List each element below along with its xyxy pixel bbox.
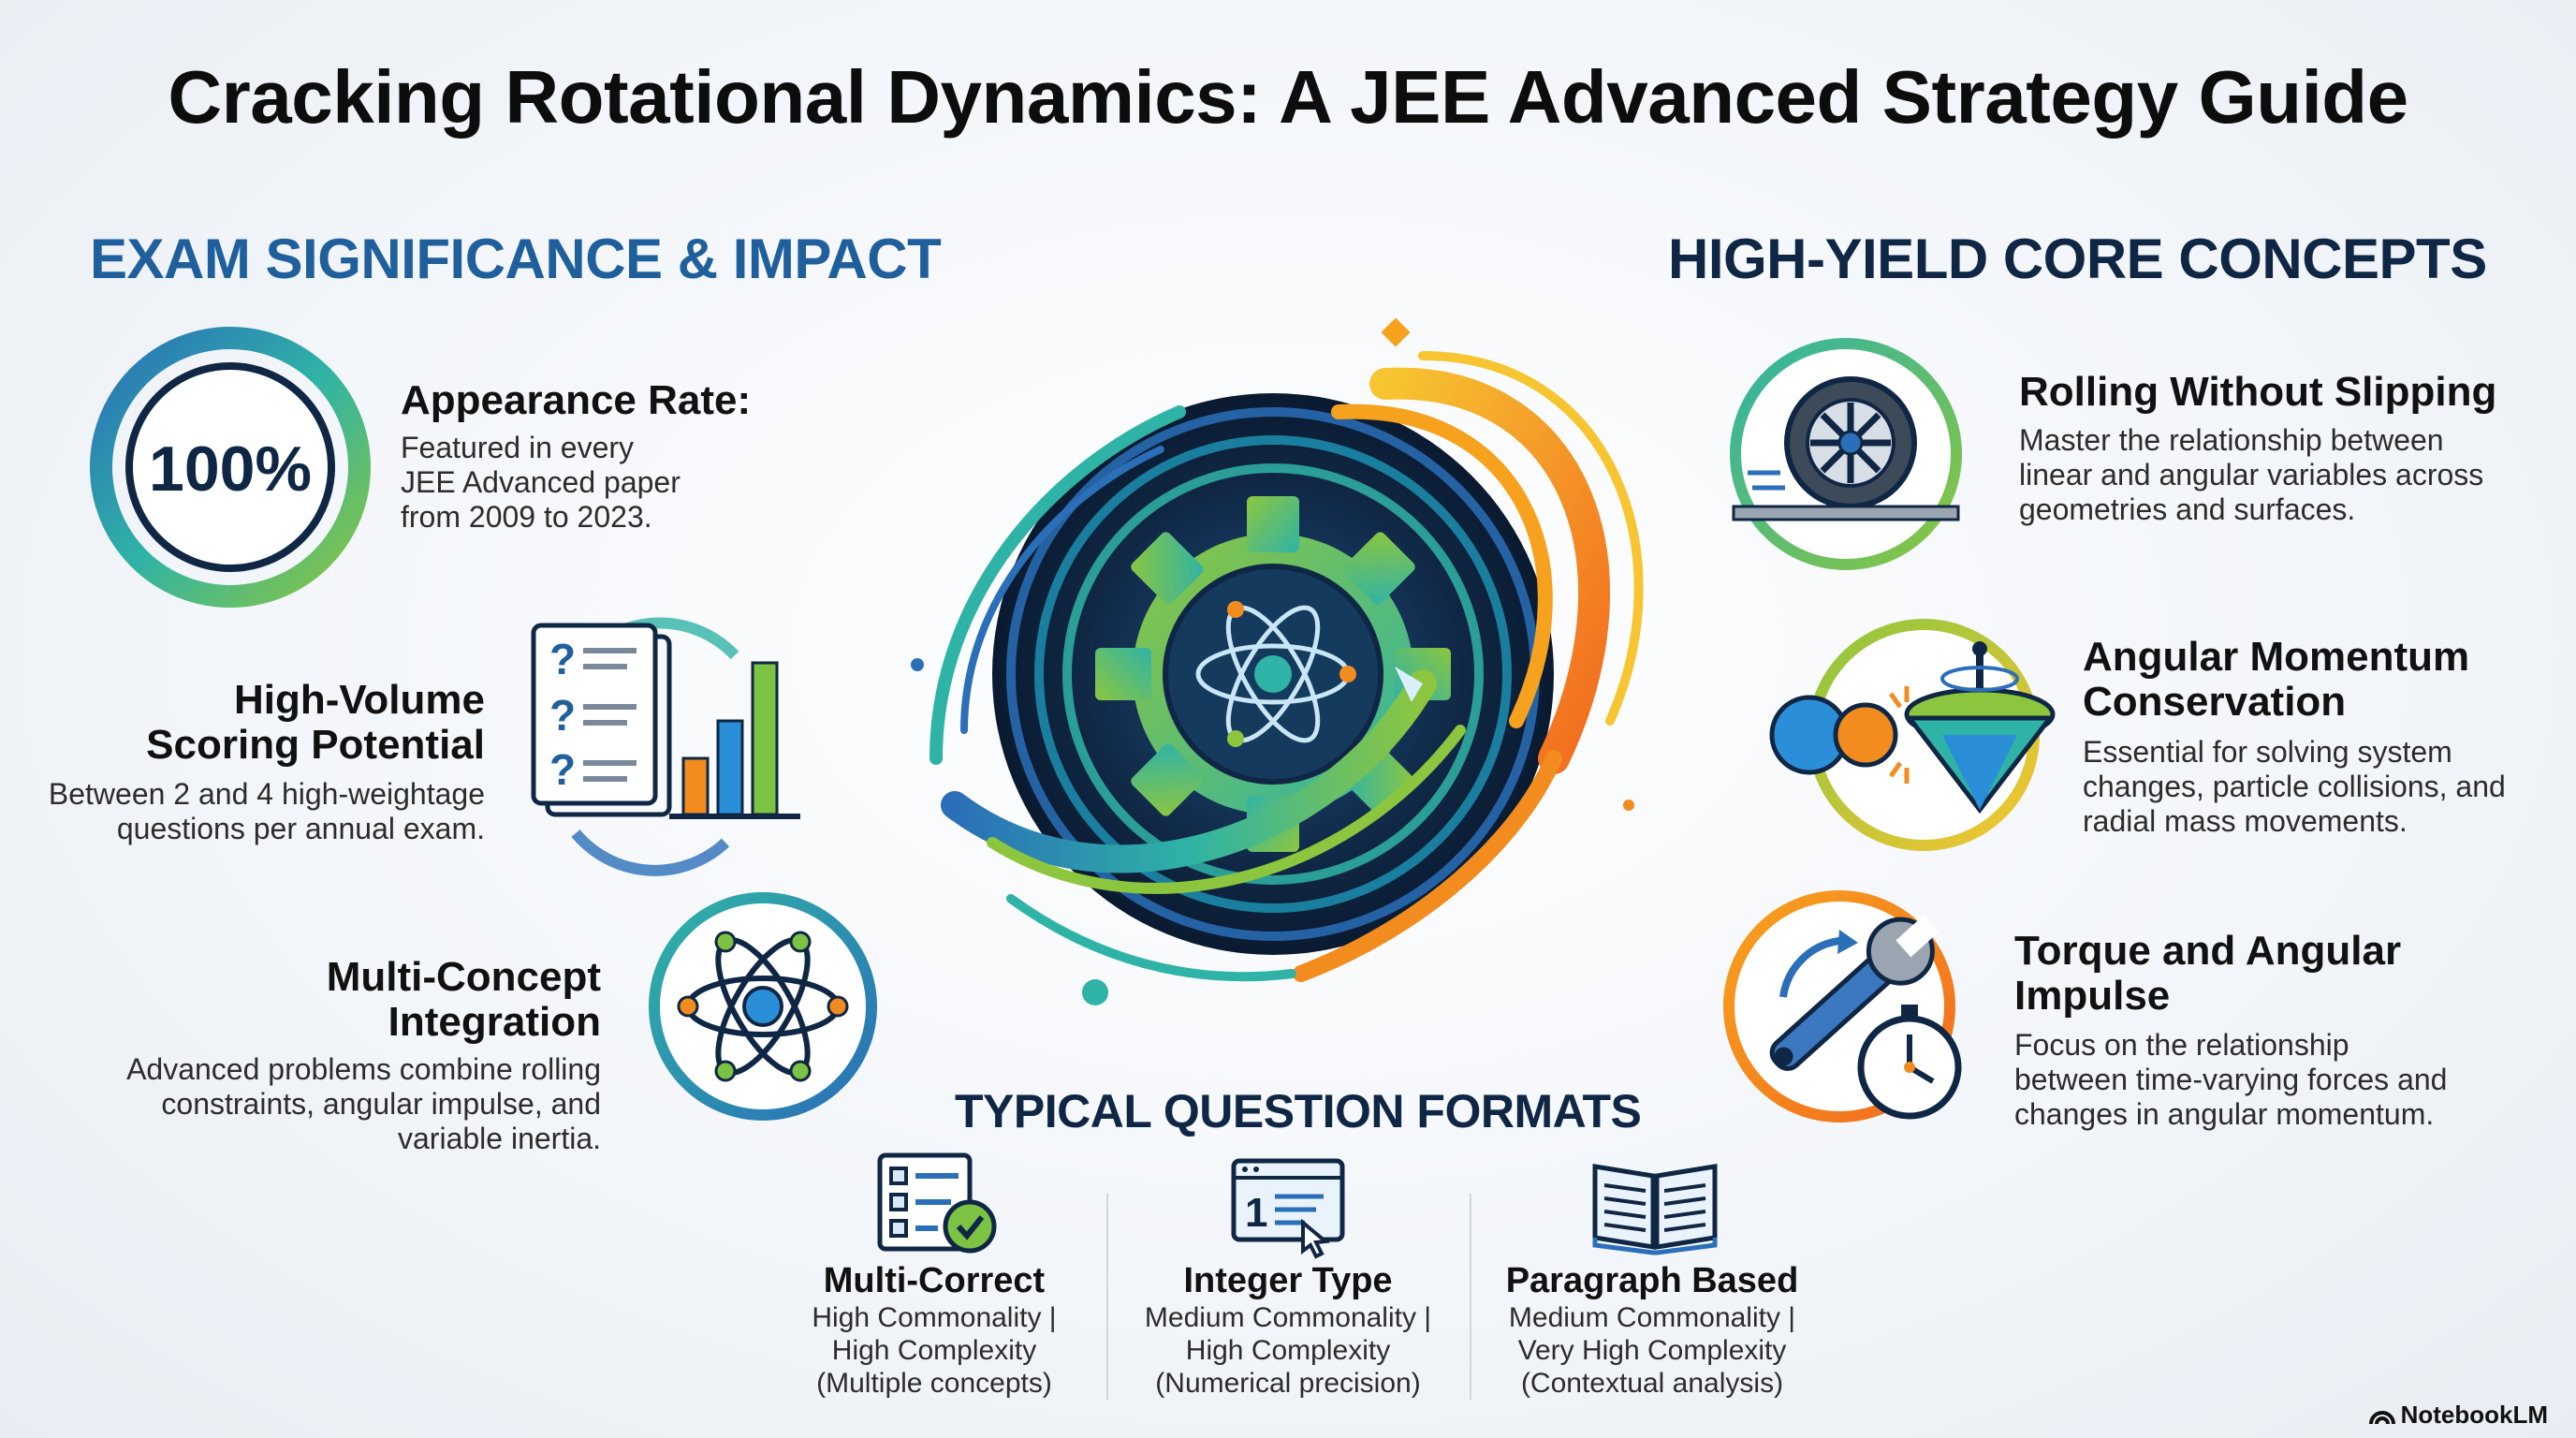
angular-momentum-desc: Essential for solving system changes, pa… — [2083, 735, 2506, 838]
svg-text:?: ? — [549, 635, 576, 683]
format-paragraph-based-heading: Paragraph Based — [1505, 1261, 1799, 1300]
angular-momentum-heading: Angular Momentum Conservation — [2083, 634, 2470, 725]
svg-text:?: ? — [549, 745, 576, 794]
brand-name: NotebookLM — [2400, 1401, 2548, 1429]
rolling-desc: Master the relationship between linear a… — [2019, 423, 2484, 526]
wrench-stopwatch-icon — [1723, 890, 1962, 1123]
section-title-exam-significance: EXAM SIGNIFICANCE & IMPACT — [90, 227, 942, 290]
scoring-potential-desc: Between 2 and 4 high-weightage questions… — [48, 777, 485, 845]
page-title: Cracking Rotational Dynamics: A JEE Adva… — [168, 55, 2408, 139]
question-sheet-bar-chart-icon: ? ? ? — [531, 617, 800, 876]
format-paragraph-based: Paragraph Based Medium Commonality | Ver… — [1484, 1260, 1821, 1400]
appearance-rate-desc: Featured in every JEE Advanced paper fro… — [401, 431, 681, 534]
rolling-wheel-icon — [1730, 338, 1962, 570]
checklist-icon — [877, 1152, 997, 1254]
integer-input-icon: 1 — [1231, 1158, 1345, 1259]
open-book-icon — [1592, 1164, 1718, 1255]
format-integer-type-heading: Integer Type — [1183, 1261, 1393, 1300]
format-divider — [1470, 1194, 1471, 1400]
format-divider — [1106, 1194, 1108, 1400]
rotating-gear-atom-icon — [911, 317, 1644, 1005]
torque-heading: Torque and Angular Impulse — [2014, 928, 2402, 1019]
svg-text:1: 1 — [1245, 1190, 1267, 1236]
spinning-top-collision-icon — [1769, 619, 2056, 851]
brand-watermark: NotebookLM — [2368, 1401, 2548, 1430]
section-title-question-formats: TYPICAL QUESTION FORMATS — [955, 1085, 1642, 1137]
format-multi-correct-heading: Multi-Correct — [823, 1261, 1046, 1300]
scoring-potential-heading: High-Volume Scoring Potential — [146, 677, 485, 768]
atom-icon — [649, 892, 877, 1121]
notebooklm-logo-icon — [2368, 1411, 2395, 1425]
multi-concept-desc: Advanced problems combine rolling constr… — [126, 1052, 601, 1155]
rolling-heading: Rolling Without Slipping — [2019, 369, 2497, 415]
percent-ring-icon — [90, 327, 371, 608]
multi-concept-heading: Multi-Concept Integration — [326, 954, 601, 1045]
format-integer-type: Integer Type Medium Commonality | High C… — [1120, 1260, 1456, 1400]
svg-text:?: ? — [549, 691, 576, 740]
format-multi-correct: Multi-Correct High Commonality | High Co… — [766, 1260, 1103, 1400]
appearance-rate-heading: Appearance Rate: — [401, 377, 752, 423]
torque-desc: Focus on the relationship between time-v… — [2014, 1028, 2448, 1131]
appearance-rate-badge: 100% — [149, 433, 312, 505]
section-title-core-concepts: HIGH-YIELD CORE CONCEPTS — [1668, 227, 2487, 290]
